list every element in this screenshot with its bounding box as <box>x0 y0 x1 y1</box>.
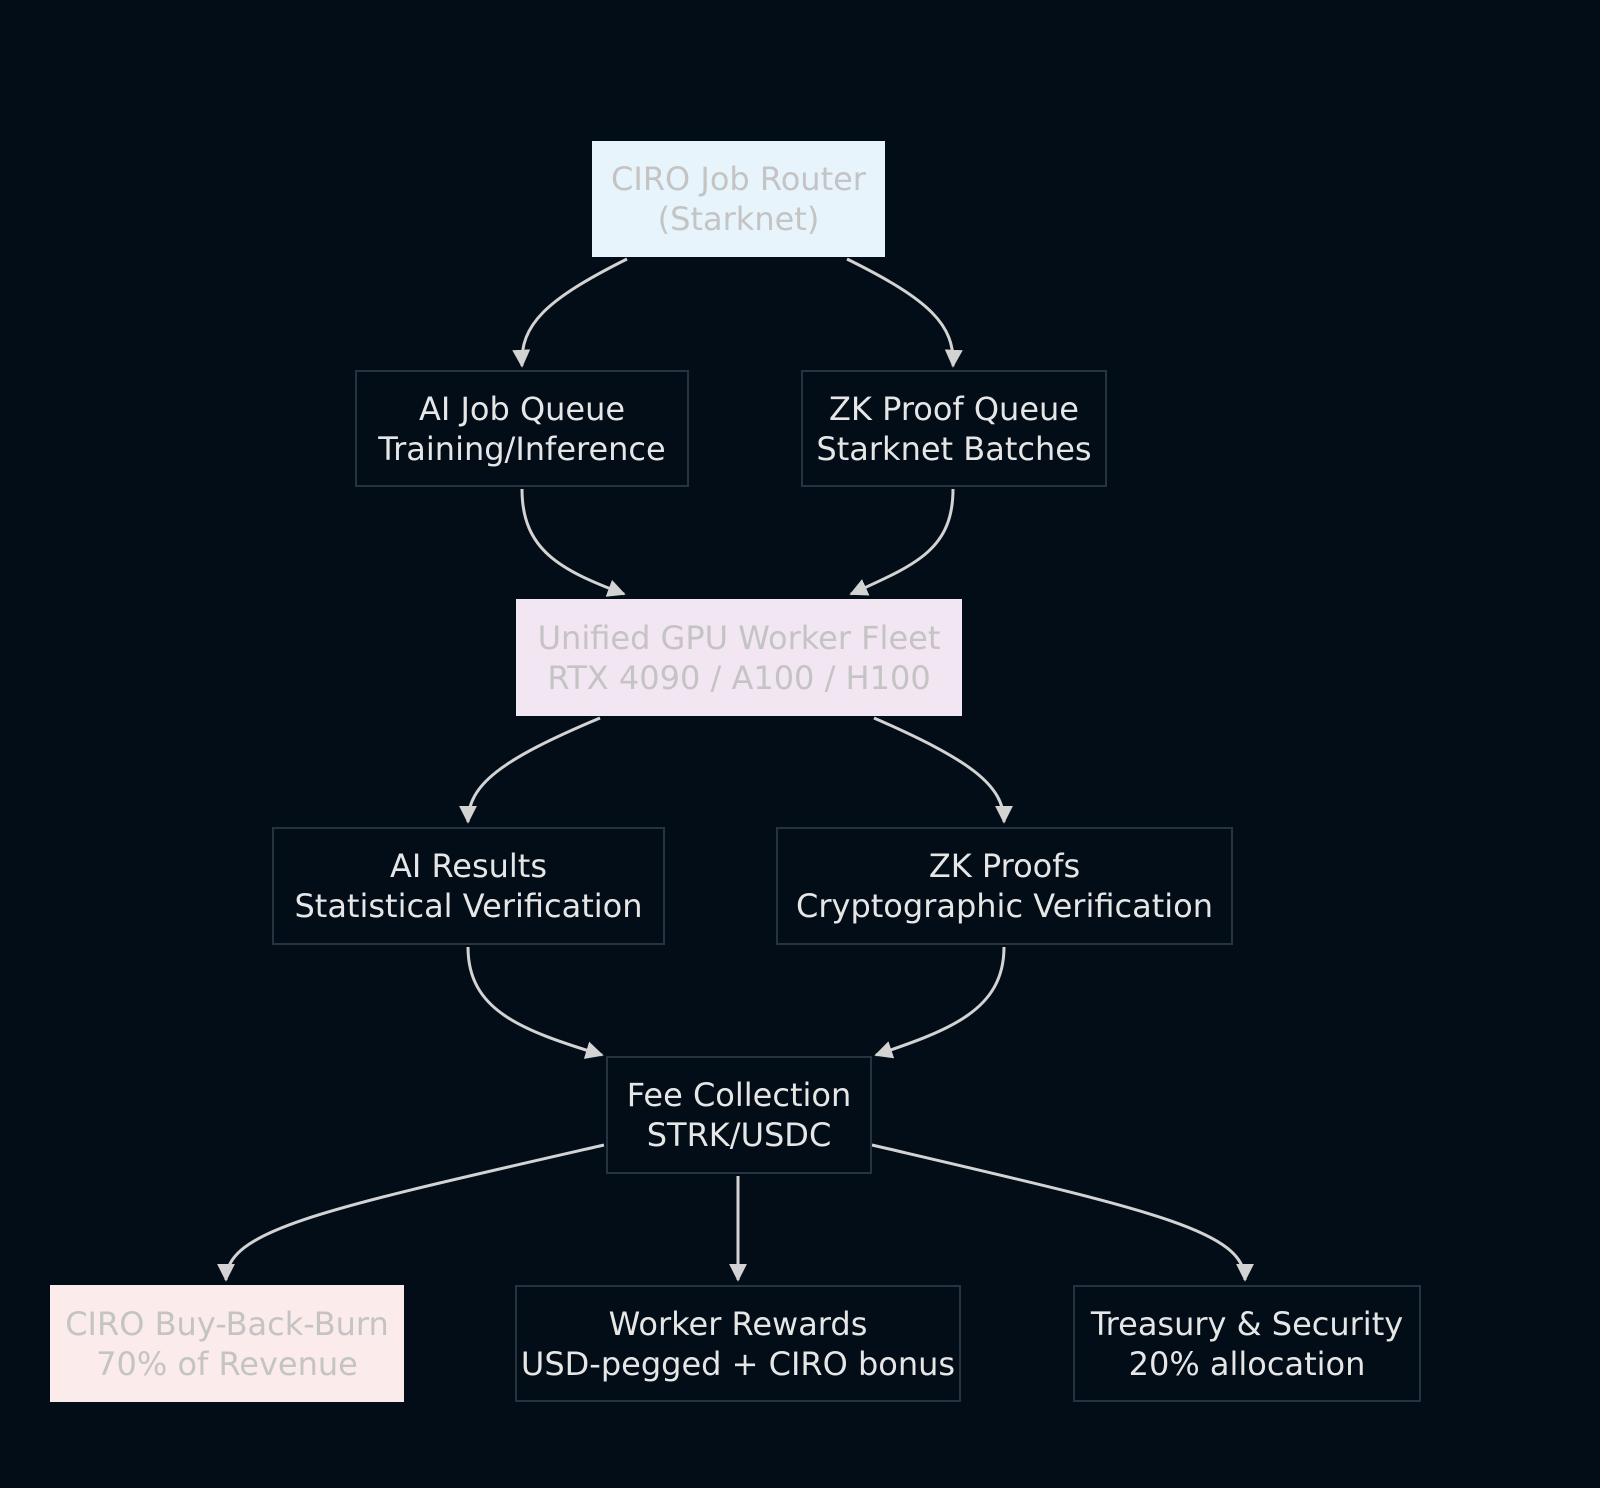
node-treasury-and-security: Treasury & Security 20% allocation <box>1073 1285 1421 1402</box>
edge-zkproof-to-fee <box>874 946 1006 1059</box>
edge-router-to-zkqueue <box>846 257 963 368</box>
node-label-line1: CIRO Buy-Back-Burn <box>65 1304 389 1343</box>
node-label-line1: CIRO Job Router <box>611 160 866 198</box>
edge-fee-to-treasury <box>871 1143 1254 1282</box>
node-label-line2: Training/Inference <box>378 429 666 468</box>
edge-aiqueue-to-gpu <box>520 488 626 597</box>
node-label-line2: Starknet Batches <box>816 429 1092 468</box>
node-label-line1: Fee Collection <box>626 1076 852 1114</box>
node-unified-gpu-worker-fleet: Unified GPU Worker Fleet RTX 4090 / A100… <box>516 599 962 716</box>
node-label-line1: ZK Proofs <box>928 847 1081 885</box>
node-ciro-job-router: CIRO Job Router (Starknet) <box>592 141 885 257</box>
node-label-line2: RTX 4090 / A100 / H100 <box>547 658 931 697</box>
node-label-line1: Worker Rewards <box>608 1304 868 1343</box>
node-label-line2: USD-pegged + CIRO bonus <box>520 1344 956 1383</box>
edge-router-to-aiqueue <box>512 257 628 368</box>
node-label-line1: Treasury & Security <box>1090 1304 1404 1343</box>
edge-gpu-to-zkproof <box>873 716 1013 824</box>
node-ai-results: AI Results Statistical Verification <box>272 827 665 945</box>
node-label-line1: AI Job Queue <box>418 389 626 428</box>
node-fee-collection: Fee Collection STRK/USDC <box>606 1056 872 1174</box>
node-worker-rewards: Worker Rewards USD-pegged + CIRO bonus <box>515 1285 961 1402</box>
node-zk-proofs: ZK Proofs Cryptographic Verification <box>776 827 1233 945</box>
node-label-line2: Cryptographic Verification <box>796 887 1213 925</box>
edge-fee-to-burn <box>217 1143 605 1282</box>
node-label-line2: (Starknet) <box>657 200 820 238</box>
edge-gpu-to-airesult <box>459 716 601 824</box>
node-label-line2: 70% of Revenue <box>96 1344 358 1383</box>
node-label-line2: Statistical Verification <box>294 887 643 925</box>
node-label-line1: AI Results <box>389 847 548 885</box>
node-zk-proof-queue: ZK Proof Queue Starknet Batches <box>801 370 1107 487</box>
node-label-line1: ZK Proof Queue <box>829 389 1079 428</box>
node-ai-job-queue: AI Job Queue Training/Inference <box>355 370 689 487</box>
node-label-line2: STRK/USDC <box>646 1116 832 1154</box>
edge-airesult-to-fee <box>466 946 604 1059</box>
node-label-line2: 20% allocation <box>1128 1344 1366 1383</box>
edge-zkqueue-to-gpu <box>849 488 955 596</box>
node-label-line1: Unified GPU Worker Fleet <box>537 618 941 657</box>
node-ciro-buy-back-burn: CIRO Buy-Back-Burn 70% of Revenue <box>50 1285 404 1402</box>
